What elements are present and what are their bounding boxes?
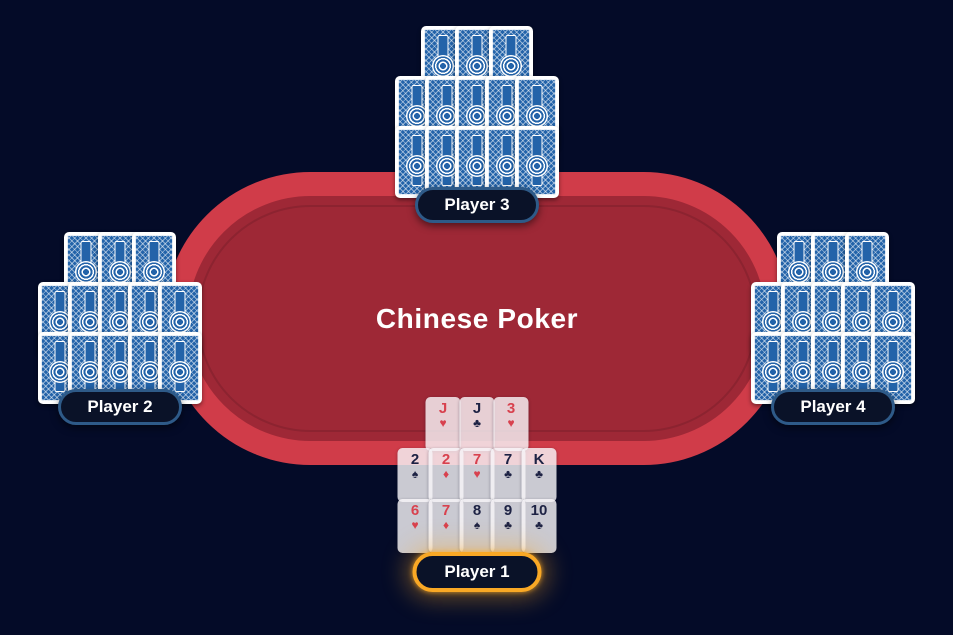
card-7-diamonds[interactable]: 7♦ <box>428 499 464 553</box>
player-4-badge: Player 4 <box>771 389 895 425</box>
card-rank: 7 <box>503 451 513 468</box>
card-K-clubs[interactable]: K♣ <box>521 448 557 502</box>
card-3-hearts[interactable]: 3♥ <box>493 397 529 451</box>
card-10-clubs[interactable]: 10♣ <box>521 499 557 553</box>
suit-diamonds-icon: ♦ <box>442 518 450 532</box>
player-1-badge[interactable]: Player 1 <box>412 552 542 592</box>
suit-clubs-icon: ♣ <box>504 467 512 481</box>
player-3-badge: Player 3 <box>415 187 539 223</box>
suit-clubs-icon: ♣ <box>535 467 543 481</box>
player-1-area: J♥J♣3♥ 2♠2♦7♥7♣K♣ 6♥7♦8♠9♣10♣ Player 1 <box>397 397 557 592</box>
player-2-area: Player 2 <box>38 232 202 425</box>
card-J-clubs[interactable]: J♣ <box>459 397 495 451</box>
card-rank: 2 <box>441 451 451 468</box>
player-1-name: Player 1 <box>444 562 510 581</box>
card-rank: 6 <box>410 502 420 519</box>
card-2-spades[interactable]: 2♠ <box>397 448 433 502</box>
player-2-badge: Player 2 <box>58 389 182 425</box>
card-rank: 8 <box>472 502 482 519</box>
card-back <box>515 126 559 198</box>
card-back-pattern <box>518 129 556 195</box>
card-rank: 9 <box>503 502 513 519</box>
card-2-diamonds[interactable]: 2♦ <box>428 448 464 502</box>
card-6-hearts[interactable]: 6♥ <box>397 499 433 553</box>
suit-diamonds-icon: ♦ <box>442 467 450 481</box>
card-8-spades[interactable]: 8♠ <box>459 499 495 553</box>
player-3-area: Player 3 <box>395 26 559 223</box>
suit-spades-icon: ♠ <box>473 518 481 532</box>
suit-clubs-icon: ♣ <box>535 518 543 532</box>
suit-clubs-icon: ♣ <box>504 518 512 532</box>
suit-spades-icon: ♠ <box>411 467 419 481</box>
card-7-clubs[interactable]: 7♣ <box>490 448 526 502</box>
player-2-name: Player 2 <box>87 397 153 416</box>
suit-clubs-icon: ♣ <box>473 416 481 430</box>
suit-hearts-icon: ♥ <box>439 416 447 430</box>
player-3-bottom-row <box>395 126 559 198</box>
card-rank: 7 <box>441 502 451 519</box>
card-rank: J <box>472 400 482 417</box>
player-4-name: Player 4 <box>800 397 866 416</box>
card-back <box>871 332 915 404</box>
player-3-name: Player 3 <box>444 195 510 214</box>
card-7-hearts[interactable]: 7♥ <box>459 448 495 502</box>
player-4-area: Player 4 <box>751 232 915 425</box>
suit-hearts-icon: ♥ <box>507 416 515 430</box>
card-rank: 7 <box>472 451 482 468</box>
player-1-middle-row: 2♠2♦7♥7♣K♣ <box>397 448 557 502</box>
game-title: Chinese Poker <box>375 302 579 334</box>
card-9-clubs[interactable]: 9♣ <box>490 499 526 553</box>
card-back-pattern <box>874 335 912 401</box>
card-rank: 10 <box>530 502 548 519</box>
suit-hearts-icon: ♥ <box>411 518 419 532</box>
player-1-bottom-row: 6♥7♦8♠9♣10♣ <box>397 499 557 553</box>
card-rank: K <box>533 451 545 468</box>
card-rank: J <box>438 400 448 417</box>
card-J-hearts[interactable]: J♥ <box>425 397 461 451</box>
suit-hearts-icon: ♥ <box>473 467 481 481</box>
card-rank: 2 <box>410 451 420 468</box>
player-1-top-row: J♥J♣3♥ <box>425 397 529 451</box>
card-rank: 3 <box>506 400 516 417</box>
